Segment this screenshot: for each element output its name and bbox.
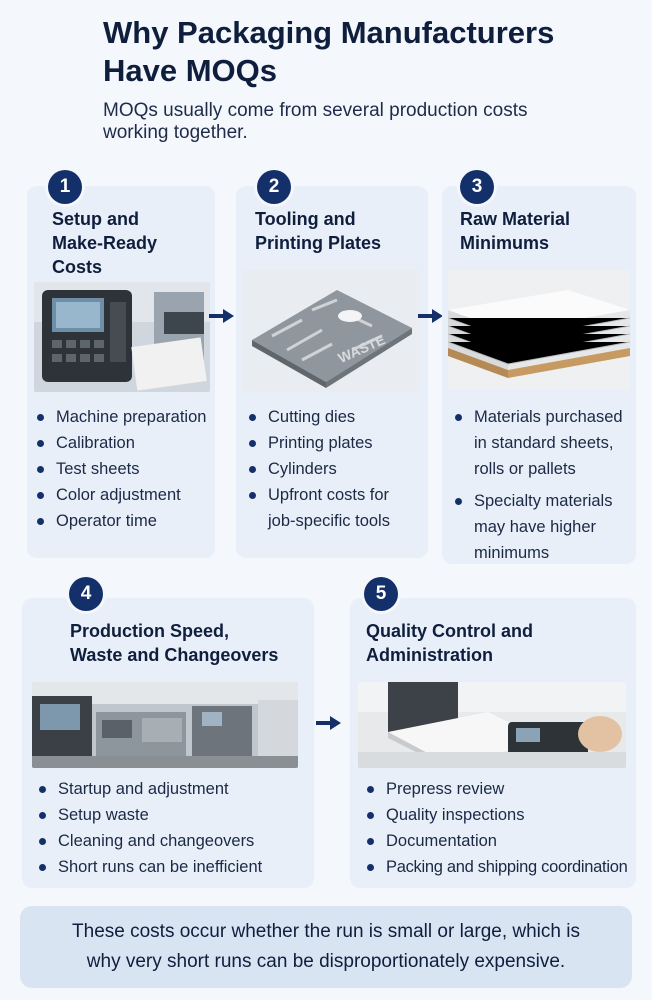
card-title-tooling: Tooling and Printing Plates [255,207,425,255]
card-title-production: Production Speed, Waste and Changeovers [70,619,310,667]
list-item: Cleaning and changeovers [36,828,312,854]
step-badge-2: 2 [257,170,291,204]
list-item: Cutting dies [246,404,426,430]
list-item-continued: in standard sheets, [474,434,614,452]
card-title-line: Raw Material [460,209,571,229]
stacked-sheets-image [448,270,630,390]
card-title-line: Tooling and [255,209,356,229]
list-item: Prepress review [364,776,640,802]
list-item: Setup waste [36,802,312,828]
bullet-list-tooling: Cutting dies Printing plates Cylinders U… [246,404,426,534]
card-title-line: Costs [52,257,103,277]
card-title-line: Setup and [52,209,140,229]
list-item: Printing plates [246,430,426,456]
arrow-right-icon [418,309,443,323]
page-subtitle: MOQs usually come from several productio… [103,100,603,144]
quality-inspection-image [358,682,626,768]
subtitle-line-1: MOQs usually come from several productio… [103,100,528,121]
step-badge-5: 5 [364,577,398,611]
printing-plate-image: WASTE [242,270,420,392]
step-badge-1: 1 [48,170,82,204]
footer-summary: These costs occur whether the run is sma… [20,906,632,988]
card-title-line: Minimums [460,233,550,253]
list-item-continued: rolls or pallets [474,460,576,478]
list-item-continued: minimums [474,544,550,562]
list-item: Calibration [34,430,214,456]
step-badge-4: 4 [69,577,103,611]
list-item: Packing and shipping coordination [364,854,640,880]
footer-line-2: why very short runs can be disproportion… [86,951,566,972]
card-title-raw-material: Raw Material Minimums [460,207,630,255]
card-title-line: Make-Ready [52,233,158,253]
list-item: Specialty materials [452,488,636,514]
list-item: Test sheets [34,456,214,482]
arrow-right-icon [316,716,341,730]
list-item: Documentation [364,828,640,854]
arrow-right-icon [209,309,234,323]
bullet-list-production: Startup and adjustment Setup waste Clean… [36,776,312,880]
list-item: job-specific tools [268,512,390,530]
page-title-line-2: Have MOQs [103,53,278,88]
page-title: Why Packaging Manufacturers Have MOQs [103,14,623,90]
card-title-line: Administration [366,645,494,665]
list-item: Machine preparation [34,404,214,430]
machine-control-panel-image [34,282,210,392]
list-item: Short runs can be inefficient [36,854,312,880]
list-item: Quality inspections [364,802,640,828]
bullet-list-raw-material: Materials purchased in standard sheets, … [452,404,636,566]
card-title-setup: Setup and Make-Ready Costs [52,207,212,279]
subtitle-line-2: working together. [103,122,248,143]
footer-line-1: These costs occur whether the run is sma… [72,921,580,942]
list-item: Operator time [34,508,214,534]
step-badge-3: 3 [460,170,494,204]
card-title-quality: Quality Control and Administration [366,619,626,667]
card-title-line: Waste and Changeovers [70,645,279,665]
bullet-list-quality: Prepress review Quality inspections Docu… [364,776,640,880]
list-item: Upfront costs for [246,482,426,508]
page-title-line-1: Why Packaging Manufacturers [103,15,555,50]
list-item: Cylinders [246,456,426,482]
production-line-image [32,682,298,768]
list-item: Color adjustment [34,482,214,508]
list-item: Materials purchased [452,404,636,430]
bullet-list-setup: Machine preparation Calibration Test she… [34,404,214,534]
card-title-line: Production Speed, [70,621,230,641]
card-title-line: Quality Control and [366,621,534,641]
list-item-continued: may have higher [474,518,596,536]
list-item: Startup and adjustment [36,776,312,802]
card-title-line: Printing Plates [255,233,382,253]
